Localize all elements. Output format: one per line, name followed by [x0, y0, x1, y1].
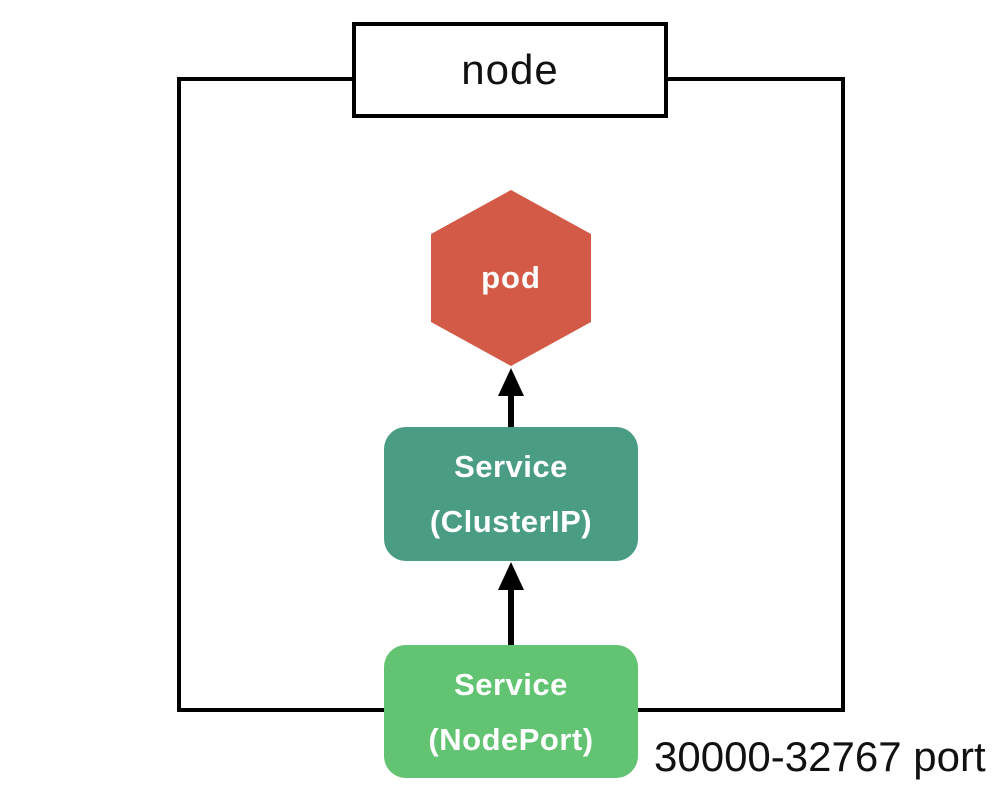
service-clusterip-box: Service (ClusterIP) — [384, 427, 638, 561]
pod-label: pod — [481, 260, 541, 295]
service-nodeport-label-line1: Service — [454, 666, 568, 702]
service-clusterip-label-line1: Service — [454, 449, 568, 484]
node-label-box: node — [352, 22, 668, 118]
node-label: node — [461, 46, 559, 93]
node-boundary-rect — [177, 77, 845, 712]
nodeport-range-annotation: 30000-32767 port — [654, 733, 986, 780]
service-clusterip-label-line2: (ClusterIP) — [429, 504, 593, 539]
service-nodeport-label-line2: (NodePort) — [428, 721, 594, 757]
service-nodeport-box: Service (NodePort) — [384, 645, 638, 778]
